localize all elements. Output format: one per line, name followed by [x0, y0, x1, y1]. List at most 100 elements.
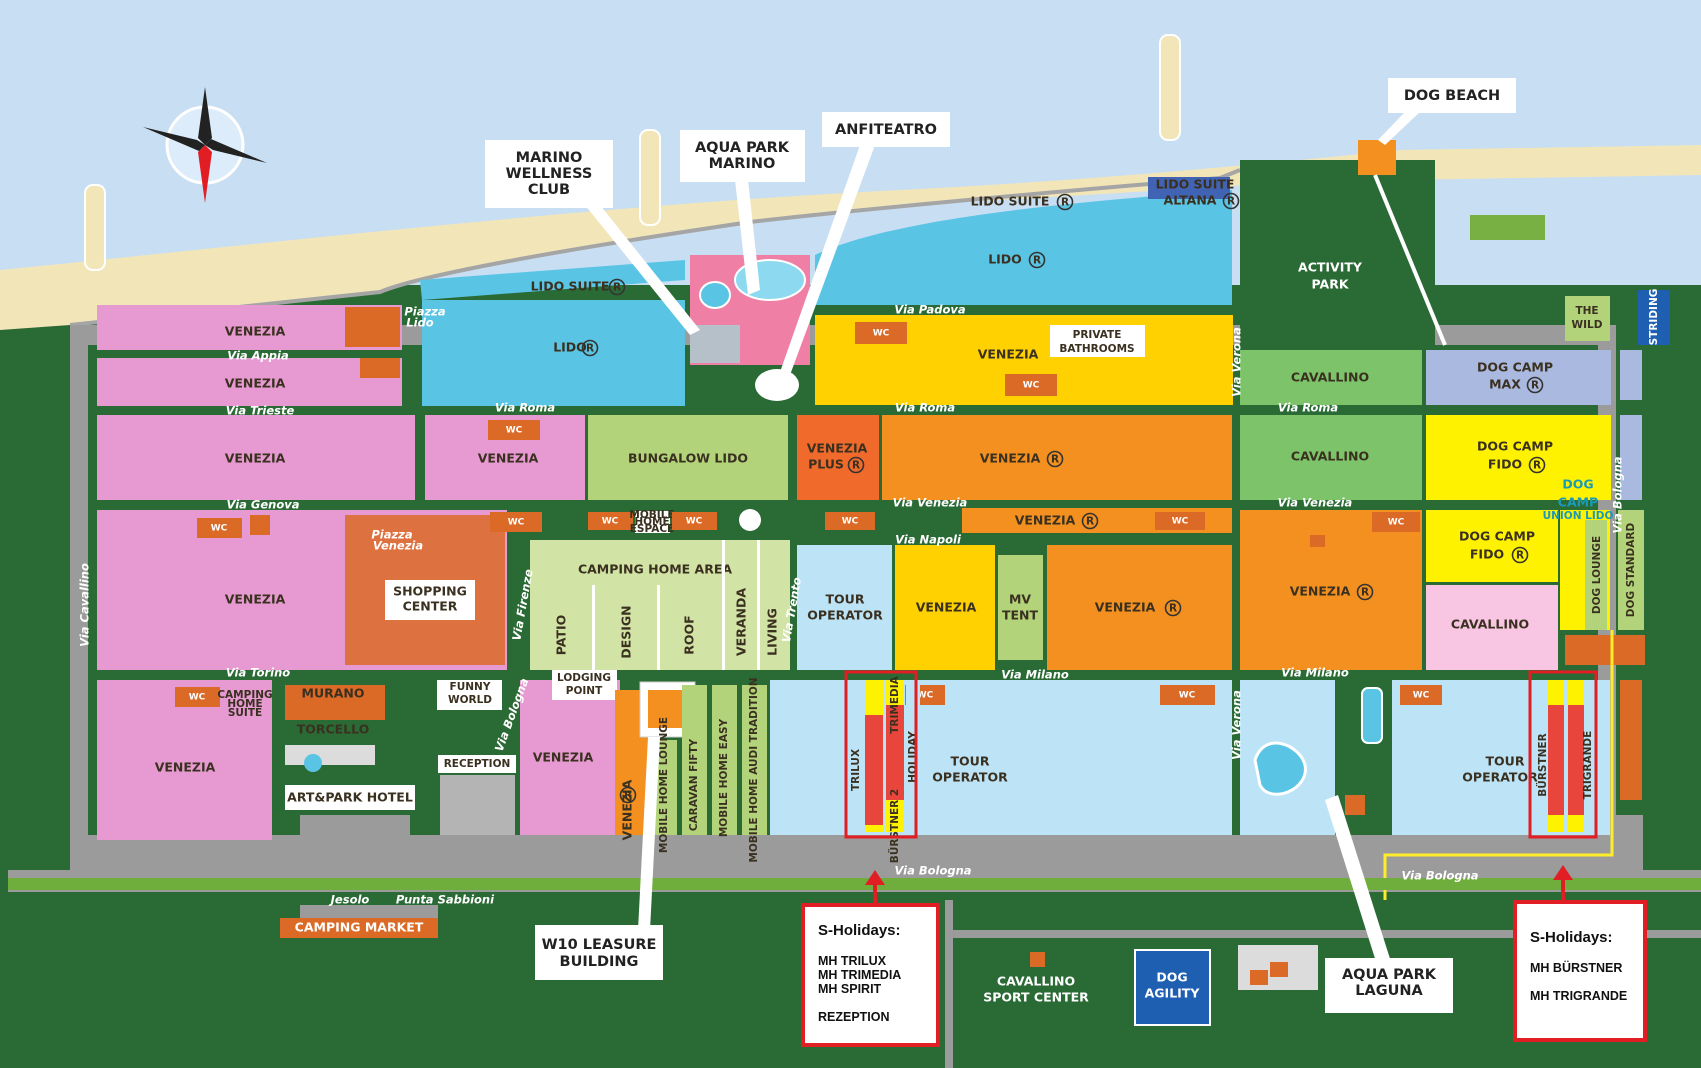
street-label: Via Cavallino [78, 563, 92, 647]
zone-dog-camp-fido-1 [1426, 415, 1611, 500]
svg-text:MH BÜRSTNER: MH BÜRSTNER [1530, 960, 1622, 975]
wc-building [175, 687, 220, 707]
street-label: Via Appia [227, 349, 289, 363]
building [345, 307, 400, 347]
street-label: Jesolo [329, 893, 370, 907]
wc-building [197, 518, 242, 538]
zone-venezia-mid-yellow [895, 545, 995, 670]
wc-label: WC [506, 426, 523, 436]
zone-label: FIDO [1488, 457, 1522, 472]
street-label: Via Venezia [1278, 496, 1353, 510]
zone-label: SPORT CENTER [983, 990, 1089, 1005]
zone-label: VENEZIA [225, 324, 286, 339]
street-label: Via Roma [1278, 401, 1339, 415]
wc-label: WC [508, 518, 525, 528]
zone-lido-suite-west [420, 260, 685, 300]
svg-text:ANFITEATRO: ANFITEATRO [835, 122, 937, 138]
svg-text:DOG BEACH: DOG BEACH [1404, 88, 1500, 104]
zone-label: CAVALLINO [1291, 449, 1369, 464]
zone-lido-west [422, 300, 685, 406]
strip-wc [797, 508, 957, 533]
hotel-building [285, 745, 375, 765]
zone-venezia-row2 [97, 358, 402, 406]
svg-text:CLUB: CLUB [528, 182, 570, 198]
zone-label: MOBILE HOME EASY [718, 718, 730, 837]
right-strip [1620, 350, 1642, 400]
zone-label: DOG LOUNGE [1591, 536, 1603, 614]
zone-venezia-mid-orange [1047, 545, 1232, 670]
wc-label: WC [1388, 518, 1405, 528]
laguna-pool-small [1361, 687, 1383, 744]
zone-label: TRIMEDIA [889, 675, 901, 733]
zone-label: FIDO [1470, 547, 1504, 562]
svg-text:MH TRIGRANDE: MH TRIGRANDE [1530, 989, 1627, 1003]
zone-label: CAMPING HOME AREA [578, 562, 732, 577]
svg-text:S-Holidays:: S-Holidays: [818, 922, 901, 939]
right-strip [1615, 815, 1643, 870]
zone-label: LIVING [765, 608, 780, 656]
wc-label: WC [917, 691, 934, 701]
zone-dog-camp-max [1426, 350, 1611, 405]
pool [699, 281, 731, 309]
zone-label: VENEZIA [225, 592, 286, 607]
zone-label: MV [1009, 592, 1031, 607]
zone-venezia-row3 [97, 415, 415, 500]
s-holidays-plots-2: BÜRSTNER TRIGRANDE [1528, 670, 1598, 839]
wc-label: WC [1179, 691, 1196, 701]
private-bathrooms-callout [1050, 325, 1145, 357]
sport-center-road [945, 900, 953, 1068]
zone-label: FUNNY [450, 681, 491, 693]
zone-label: DOG STANDARD [1625, 523, 1637, 618]
street-label: Via Venezia [893, 496, 968, 510]
camping-home-lane [757, 540, 760, 670]
zone-label: ALTANA [1164, 193, 1217, 208]
zone-label: CAVALLINO [997, 974, 1075, 989]
zone-label: BUNGALOW LIDO [628, 451, 748, 466]
street-label: Via Verona [1230, 690, 1244, 760]
w10-roof [648, 690, 688, 728]
zone-label: OPERATOR [807, 608, 883, 623]
activity-park [1240, 160, 1435, 345]
zone-cavallino-pink [1426, 585, 1558, 670]
compass-rose-icon [143, 87, 267, 203]
zone-label: VENEZIA [225, 451, 286, 466]
street-label: Via Roma [895, 401, 956, 415]
wc-label: WC [842, 517, 859, 527]
wc-building [1160, 685, 1215, 705]
laguna-building [1345, 795, 1365, 815]
wc-label: WC [602, 517, 619, 527]
reception [438, 755, 516, 773]
zone-label: STRIDING [1648, 289, 1660, 346]
wc-building [1005, 374, 1057, 396]
building [1310, 535, 1325, 547]
svg-text:BUILDING: BUILDING [560, 954, 639, 970]
dog-camp-logo: DOG [1562, 477, 1593, 492]
svg-text:MH TRILUX: MH TRILUX [818, 954, 887, 968]
zone-bungalow-lido [588, 415, 788, 500]
s-holidays-plots-1: TRILUX HOLIDAY TRIMEDIA BÜRSTNER 2 [844, 670, 920, 863]
right-strip [1620, 415, 1642, 500]
zone-label: TOUR [826, 592, 865, 607]
camping-home-lane [722, 540, 725, 670]
zone-label: VENEZIA [225, 376, 286, 391]
building [1270, 962, 1288, 977]
shopping-center [385, 580, 475, 620]
zone-tour-operator-mid [797, 545, 892, 670]
zone-label: CAVALLINO [1451, 617, 1529, 632]
zone-label: BÜRSTNER 2 [887, 789, 901, 863]
green-belt [8, 878, 1701, 890]
zone-label: VENEZIA [478, 451, 539, 466]
zone-label: DOG CAMP [1477, 360, 1553, 375]
wc-building [1372, 512, 1420, 532]
zone-label: ROOF [682, 615, 697, 654]
svg-text:WELLNESS: WELLNESS [506, 166, 593, 182]
zone-label: LIDO SUITE [531, 279, 610, 294]
street-label: Punta Sabbioni [396, 893, 495, 907]
building [1250, 970, 1268, 985]
hotel-pool [304, 754, 322, 772]
street-label: Via Milano [1281, 666, 1349, 680]
zone-label: CENTER [403, 599, 458, 614]
street-label: Via Bologna [1401, 869, 1478, 883]
zone-lido-east [815, 190, 1232, 305]
callout-label: BATHROOMS [1059, 343, 1134, 355]
